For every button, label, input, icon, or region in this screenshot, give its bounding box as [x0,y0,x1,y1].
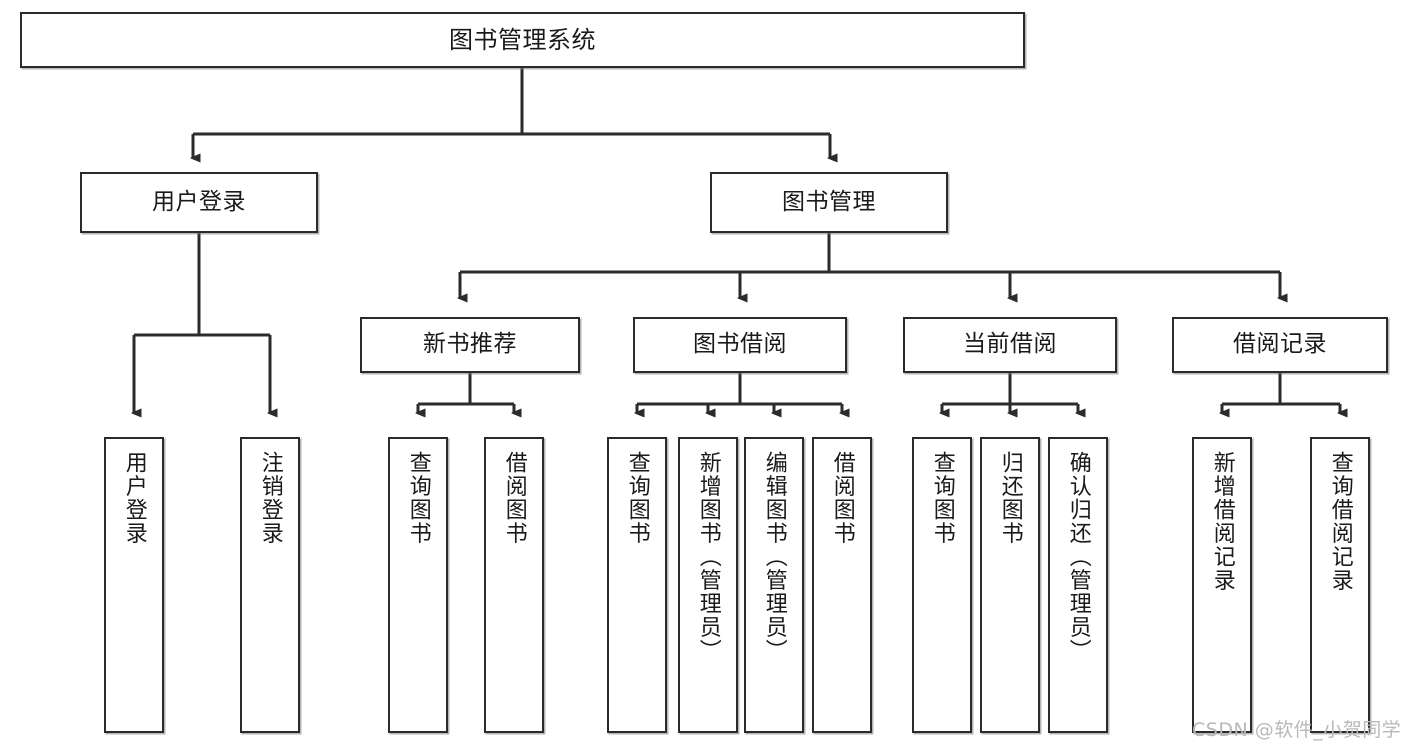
leaf-return-book[interactable]: 归还图书 [980,437,1040,733]
node-label: 查询图书 [624,451,650,545]
leaf-query-book-3[interactable]: 查询图书 [912,437,972,733]
leaf-query-borrow-record[interactable]: 查询借阅记录 [1310,437,1370,733]
leaf-query-book-1[interactable]: 查询图书 [388,437,448,733]
leaf-query-book-2[interactable]: 查询图书 [607,437,667,733]
node-root-book-management-system[interactable]: 图书管理系统 [20,12,1025,68]
node-label: 查询图书 [405,451,431,545]
node-label: 查询借阅记录 [1327,451,1353,592]
node-label: 新书推荐 [423,331,517,358]
node-label: 图书借阅 [693,331,787,358]
node-label: 当前借阅 [963,331,1057,358]
node-book-management[interactable]: 图书管理 [710,172,948,233]
leaf-borrow-book-2[interactable]: 借阅图书 [812,437,872,733]
node-label: 图书管理系统 [449,25,596,54]
leaf-borrow-book-1[interactable]: 借阅图书 [484,437,544,733]
node-label: 归还图书 [997,451,1023,545]
node-user-login[interactable]: 用户登录 [80,172,318,233]
leaf-edit-book-admin[interactable]: 编辑图书（管理员） [744,437,804,733]
node-label: 借阅记录 [1233,331,1327,358]
csdn-watermark: CSDN @软件_小贺同学 [1192,719,1402,741]
leaf-confirm-return-admin[interactable]: 确认归还（管理员） [1048,437,1108,733]
node-label: 新增借阅记录 [1209,451,1235,592]
node-label: 借阅图书 [501,451,527,545]
node-label: 图书管理 [782,188,876,215]
node-borrow-record[interactable]: 借阅记录 [1172,317,1388,373]
leaf-add-book-admin[interactable]: 新增图书（管理员） [678,437,738,733]
node-book-borrow[interactable]: 图书借阅 [633,317,847,373]
node-current-borrow[interactable]: 当前借阅 [903,317,1117,373]
node-label: 注销登录 [257,451,283,545]
leaf-user-logout[interactable]: 注销登录 [240,437,300,733]
node-label: 编辑图书（管理员） [761,451,787,663]
leaf-user-login[interactable]: 用户登录 [104,437,164,733]
node-label: 确认归还（管理员） [1065,451,1091,663]
node-new-book-recommendation[interactable]: 新书推荐 [360,317,580,373]
node-label: 用户登录 [152,188,246,215]
node-label: 新增图书（管理员） [695,451,721,663]
node-label: 用户登录 [121,451,147,545]
node-label: 借阅图书 [829,451,855,545]
leaf-add-borrow-record[interactable]: 新增借阅记录 [1192,437,1252,733]
node-label: 查询图书 [929,451,955,545]
